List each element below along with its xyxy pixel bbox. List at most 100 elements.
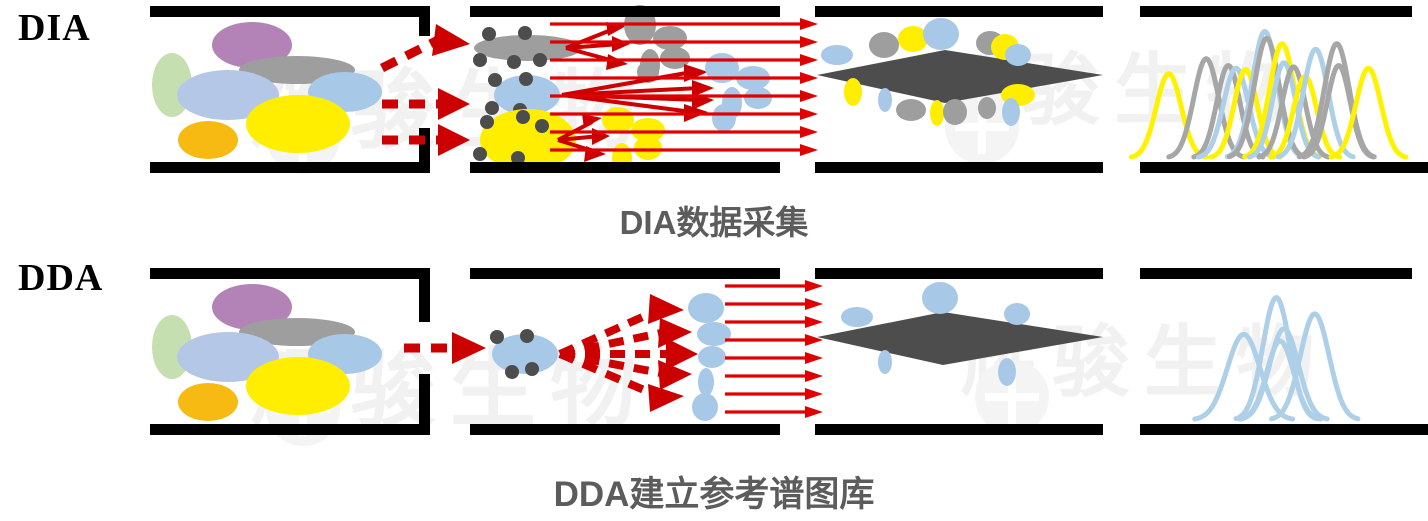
precursor-yellow: [480, 109, 576, 171]
chromatogram-peak-blue-3: [1237, 338, 1323, 422]
dashed-arrow-head-1: [432, 24, 470, 56]
modification-dot: [507, 55, 521, 69]
panel-right-border-bottom: [419, 374, 430, 435]
protein-blob-yellow: [246, 357, 350, 415]
fragment-arrow-head: [606, 54, 628, 70]
protein-blob-lavender: [177, 332, 279, 382]
ion-beam-arrowhead: [805, 388, 823, 400]
protein-blob-orange: [178, 121, 238, 159]
protein-blobs-group: [152, 22, 382, 159]
panel-bottom-border: [1140, 162, 1428, 173]
fragment-arrow-head: [658, 360, 692, 390]
panel-bottom-border: [470, 162, 780, 173]
fragment-arrow-line: [561, 70, 693, 97]
dashed-arrow-head-3: [438, 124, 470, 156]
protein-blob-yellow: [246, 95, 350, 153]
dda-chromatogram-chart: [1192, 295, 1361, 422]
protein-blobs-group: [152, 284, 382, 421]
panel-top-border: [1140, 6, 1412, 17]
fragment-arrow-head: [692, 80, 714, 97]
panel-bottom-border: [815, 162, 1103, 173]
fragment-arrow-line: [559, 350, 667, 378]
dia-sample-mixture-panel: [150, 0, 430, 180]
protein-blob-orange: [178, 383, 238, 421]
panel-top-border: [470, 268, 780, 279]
ion-beam-arrowhead: [805, 298, 823, 310]
chromatogram-peak-yellow-5: [1328, 65, 1409, 160]
ion-dot-blue: [841, 307, 873, 327]
dda-fragmentation-panel: [470, 262, 780, 442]
dda-ion-beam-arrows: [725, 280, 823, 418]
panel-bottom-border: [150, 162, 430, 173]
dda-detector-panel: [815, 262, 1103, 442]
ion-dot-blue: [1002, 98, 1020, 126]
row-label-dda: DDA: [18, 257, 104, 299]
ion-dot-blue: [821, 45, 853, 65]
panel-bottom-border: [150, 424, 430, 435]
modification-dot: [518, 26, 532, 40]
ion-beam-arrowhead: [805, 280, 823, 292]
dia-fragmentation-panel: [470, 0, 780, 180]
fragment-yellow: [631, 118, 665, 142]
modification-dot: [519, 72, 533, 86]
fragment-blue: [688, 293, 724, 323]
protein-blob-purple: [212, 284, 292, 330]
ion-beam-arrowhead: [800, 126, 818, 138]
panel-bottom-border: [815, 424, 1103, 435]
ion-beam-arrowhead: [805, 370, 823, 382]
ion-dot-blue: [1005, 44, 1031, 66]
chromatogram-peak-blue-3: [1246, 60, 1322, 160]
chromatogram-peak-blue-4: [1238, 326, 1330, 422]
fragment-gray: [660, 47, 690, 69]
panel-top-border: [815, 6, 1103, 17]
panel-top-border: [150, 6, 430, 17]
dia-detector-group: [817, 18, 1103, 126]
ion-beam-arrowhead: [800, 18, 818, 30]
panel-bottom-border: [1140, 424, 1428, 435]
dia-chromatogram-chart: [1128, 29, 1409, 160]
ion-beam-arrowhead: [805, 334, 823, 346]
ion-beam-arrowhead: [805, 406, 823, 418]
ion-dot-blue: [1004, 303, 1030, 325]
panel-right-border-bottom: [419, 128, 430, 173]
dda-precursor-fragment-group: [490, 293, 731, 421]
fragment-arrow-line: [561, 93, 693, 114]
caption-dia: DIA数据采集: [619, 204, 809, 241]
ion-beam-arrowhead: [800, 36, 818, 48]
fragment-blue: [712, 104, 736, 132]
dda-detector-group: [817, 282, 1103, 386]
modification-dot: [473, 147, 487, 161]
ion-dot-gray: [943, 99, 967, 125]
ion-dot-yellow: [844, 78, 862, 106]
modification-dot: [535, 119, 549, 133]
row-label-dia: DIA: [18, 7, 91, 49]
fragment-blue: [698, 346, 726, 368]
dia-injection-arrows: [379, 24, 470, 156]
panel-top-border: [470, 6, 780, 17]
dda-chromatogram-panel: [1140, 262, 1428, 442]
fragment-arrow-line: [558, 350, 660, 400]
modification-dot: [490, 330, 504, 344]
panel-top-border: [1140, 268, 1412, 279]
fragment-arrow-head: [612, 36, 630, 52]
fragment-arrow-head: [648, 384, 684, 412]
chromatogram-peak-blue-5: [1269, 311, 1361, 422]
dia-detector-panel: [815, 0, 1103, 180]
ion-beam-arrowhead: [805, 316, 823, 328]
modification-dot: [473, 53, 487, 67]
fragment-blue: [697, 322, 731, 346]
chromatogram-peak-gray-6: [1301, 63, 1376, 160]
modification-dot: [516, 110, 530, 124]
modification-dot: [482, 27, 496, 41]
ion-dot-gray: [869, 32, 899, 58]
fragment-blue: [744, 87, 772, 109]
modification-dot: [485, 101, 499, 115]
modification-dot: [520, 329, 534, 343]
dashed-arrow-head: [452, 332, 486, 364]
modification-dot: [505, 365, 519, 379]
ion-dot-blue: [923, 18, 959, 50]
modification-dot: [533, 53, 547, 67]
precursor-blue: [494, 75, 560, 115]
fragment-arrow-head: [648, 294, 684, 324]
